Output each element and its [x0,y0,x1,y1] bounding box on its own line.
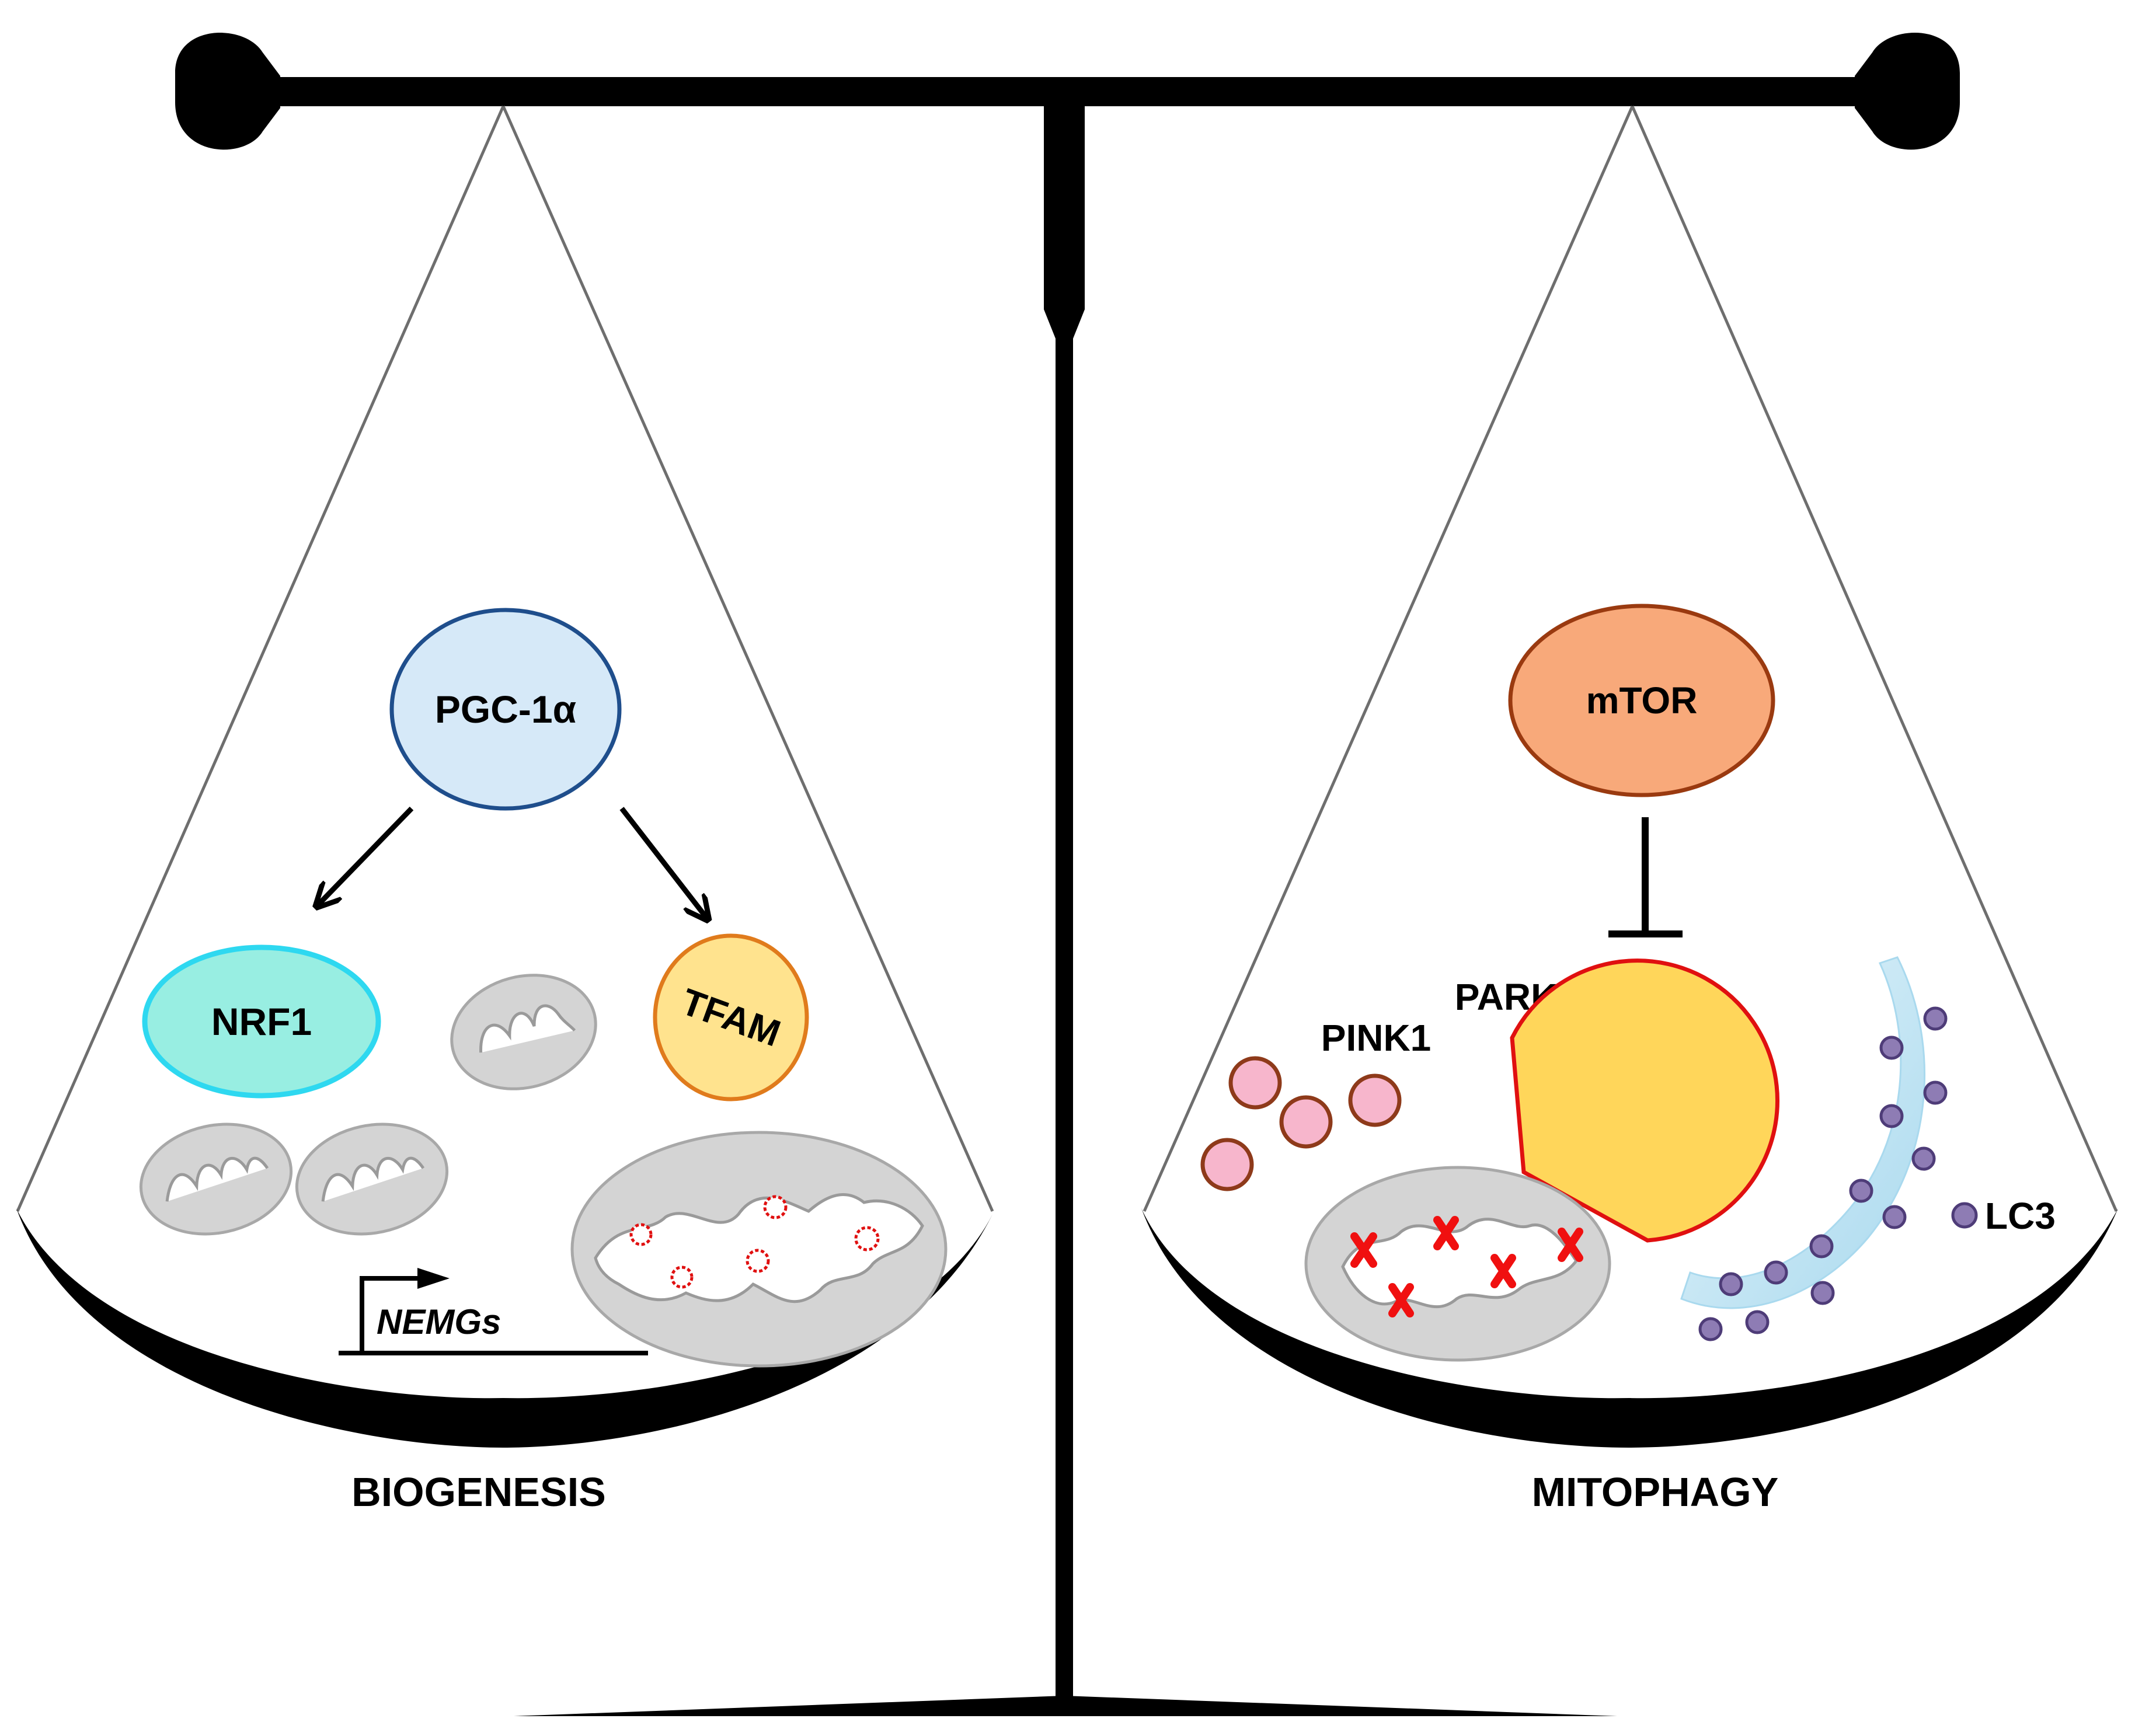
left-pan-bowl [16,1208,995,1448]
nrf1-node: NRF1 [142,944,381,1099]
pink1-label: PINK1 [1321,1017,1432,1059]
parkin-pacman [1510,958,1780,1243]
nrf1-label: NRF1 [211,1000,312,1043]
pink1-particles [1200,1056,1402,1191]
mitochondrion-small-middle [295,1123,449,1236]
pgc1a-label: PGC-1α [435,688,576,731]
mitochondrion-small-left [139,1123,293,1236]
beam-end-right-knob [1855,33,1960,150]
left-pan: PGC-1α NRF1 TFAM [139,608,948,1515]
mitophagy-title: MITOPHAGY [1532,1469,1779,1515]
damaged-mitochondrion-cristae [1341,1218,1579,1309]
pan-strings [16,105,2118,1212]
tfam-node: TFAM [653,933,809,1101]
pgc1a-node: PGC-1α [389,608,622,811]
lc3-label: LC3 [1985,1195,2056,1237]
inhibition-mtor-to-parkin [1608,817,1683,937]
arrow-pgc1a-to-tfam [619,807,706,918]
right-pan: mTOR PARKIN PINK1 [1200,604,2056,1515]
nemgs-gene: NEMGs [339,1268,648,1355]
transcription-start-arrow [360,1276,420,1353]
damage-marks [1350,1216,1583,1317]
phagophore: LC3 [1680,956,2056,1341]
mtor-node: mTOR [1508,604,1775,797]
mitochondrion-large [570,1131,948,1368]
biogenesis-title: BIOGENESIS [351,1469,606,1515]
balance-pillar [514,106,1617,1716]
nemgs-label: NEMGs [377,1302,501,1341]
damaged-mitochondrion [1304,1166,1611,1362]
balance-beam [175,33,1960,150]
lc3-markers [1698,1006,1948,1341]
mtdna-nucleoids [629,1195,880,1289]
mitochondrion-small-center [450,974,597,1090]
lc3-legend-dot [1951,1202,1978,1229]
balance-base [514,1696,1617,1716]
beam-end-left-knob [175,33,280,150]
right-pan-bowl [1141,1208,2118,1448]
mtor-label: mTOR [1586,679,1698,721]
arrow-pgc1a-to-nrf1 [318,806,414,905]
